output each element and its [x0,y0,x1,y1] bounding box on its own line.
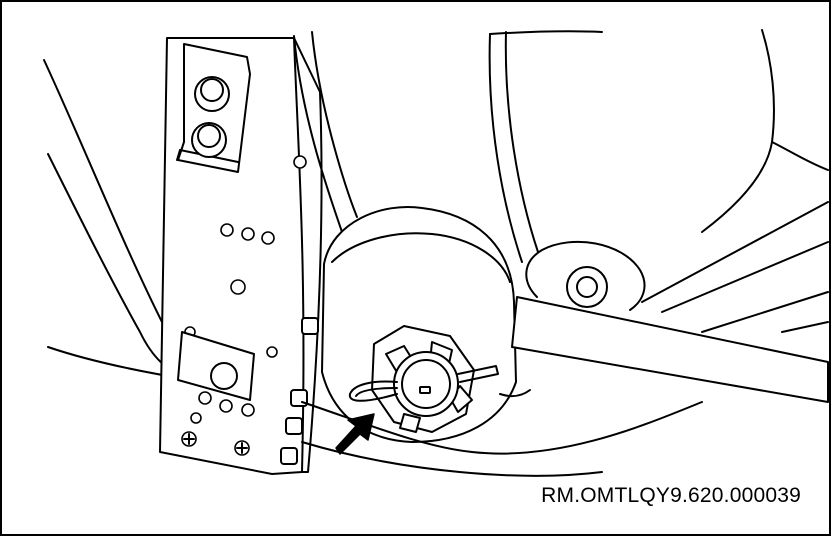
axle-shaft [301,240,829,477]
trailing-arm [293,31,539,263]
castle-nut [371,325,499,433]
rear-body-panel [489,29,829,333]
figure-reference-code: RM.OMTLQY9.620.000039 [541,484,801,507]
pointer-arrow-icon [335,413,375,455]
mounting-bracket-plate [159,37,323,475]
cotter-pin [348,380,398,402]
tube-end-tab [177,331,255,401]
